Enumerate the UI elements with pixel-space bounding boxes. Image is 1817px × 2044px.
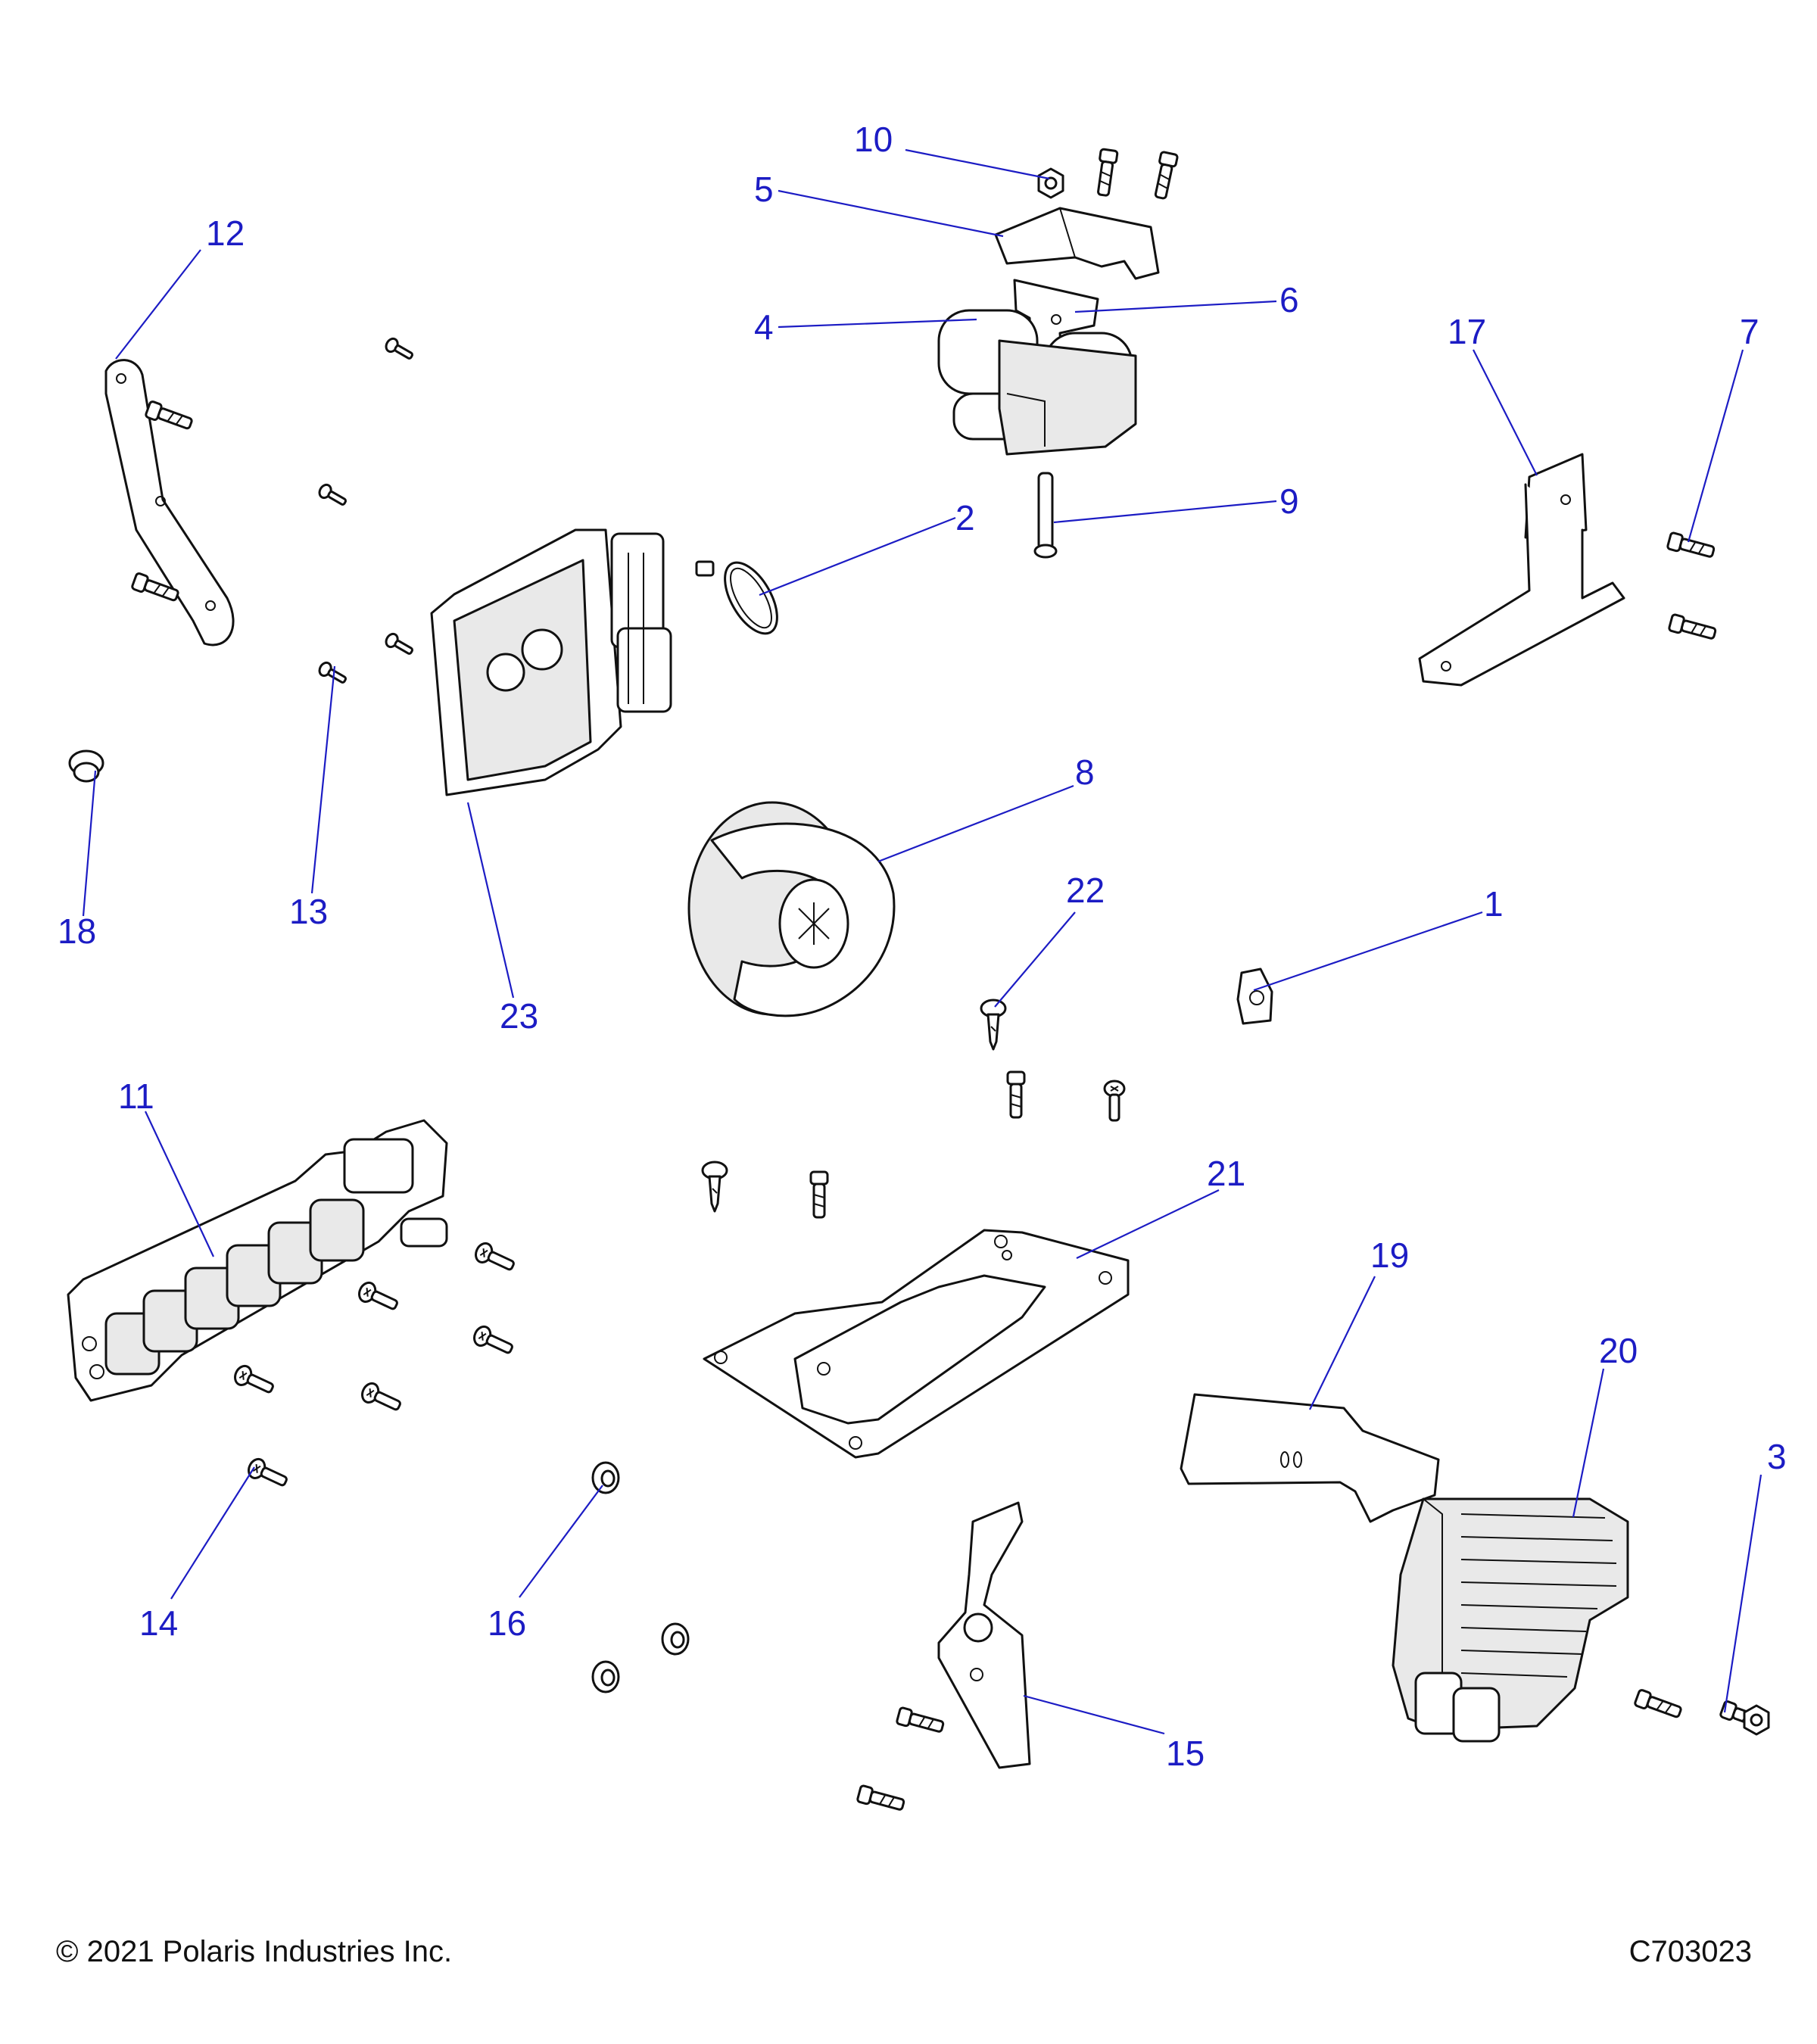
clip-1 [1236,967,1273,1025]
grommet-8 [687,801,896,1017]
callout-10: 10 [854,120,893,159]
fasteners-22 [980,999,1126,1122]
callout-1: 1 [1484,884,1504,924]
callout-3: 3 [1767,1437,1787,1476]
callout-19: 19 [1370,1235,1409,1275]
nut-18 [68,749,104,783]
callout-15: 15 [1166,1734,1205,1773]
callout-20: 20 [1599,1331,1638,1370]
callout-13: 13 [289,892,328,931]
screws-13 [316,335,416,688]
callout-9: 9 [1279,481,1299,521]
coil-assembly [937,148,1180,559]
bracket-12 [104,359,235,647]
bracket-19 [1180,1393,1440,1523]
module-rail-11 [67,1119,448,1402]
callout-labels: 10 5 6 4 9 2 12 17 7 8 22 1 18 13 23 11 … [58,120,1787,1773]
callout-22: 22 [1066,871,1105,910]
callout-23: 23 [500,996,538,1036]
callout-7: 7 [1740,312,1759,351]
diagram-id: C703023 [1628,1935,1752,1968]
callout-4: 4 [754,307,774,347]
callout-16: 16 [488,1603,526,1643]
cable-tie-2 [695,560,778,635]
callout-21: 21 [1207,1154,1245,1193]
callout-2: 2 [955,498,975,537]
regulator-20 [1392,1497,1770,1743]
callout-6: 6 [1279,280,1299,319]
bracket-17 [1418,453,1719,687]
leader-lines [82,148,1762,1735]
callout-11: 11 [118,1077,154,1116]
callout-12: 12 [206,213,245,253]
callout-14: 14 [139,1603,178,1643]
plate-21 [701,1161,1130,1459]
callout-5: 5 [754,170,774,209]
grommets-16 [591,1461,690,1693]
copyright-text: © 2021 Polaris Industries Inc. [56,1935,453,1968]
ecu-module-23 [430,528,672,796]
callout-17: 17 [1448,312,1486,351]
callout-8: 8 [1075,752,1095,792]
callout-18: 18 [58,911,96,951]
bracket-15 [856,1501,1031,1815]
